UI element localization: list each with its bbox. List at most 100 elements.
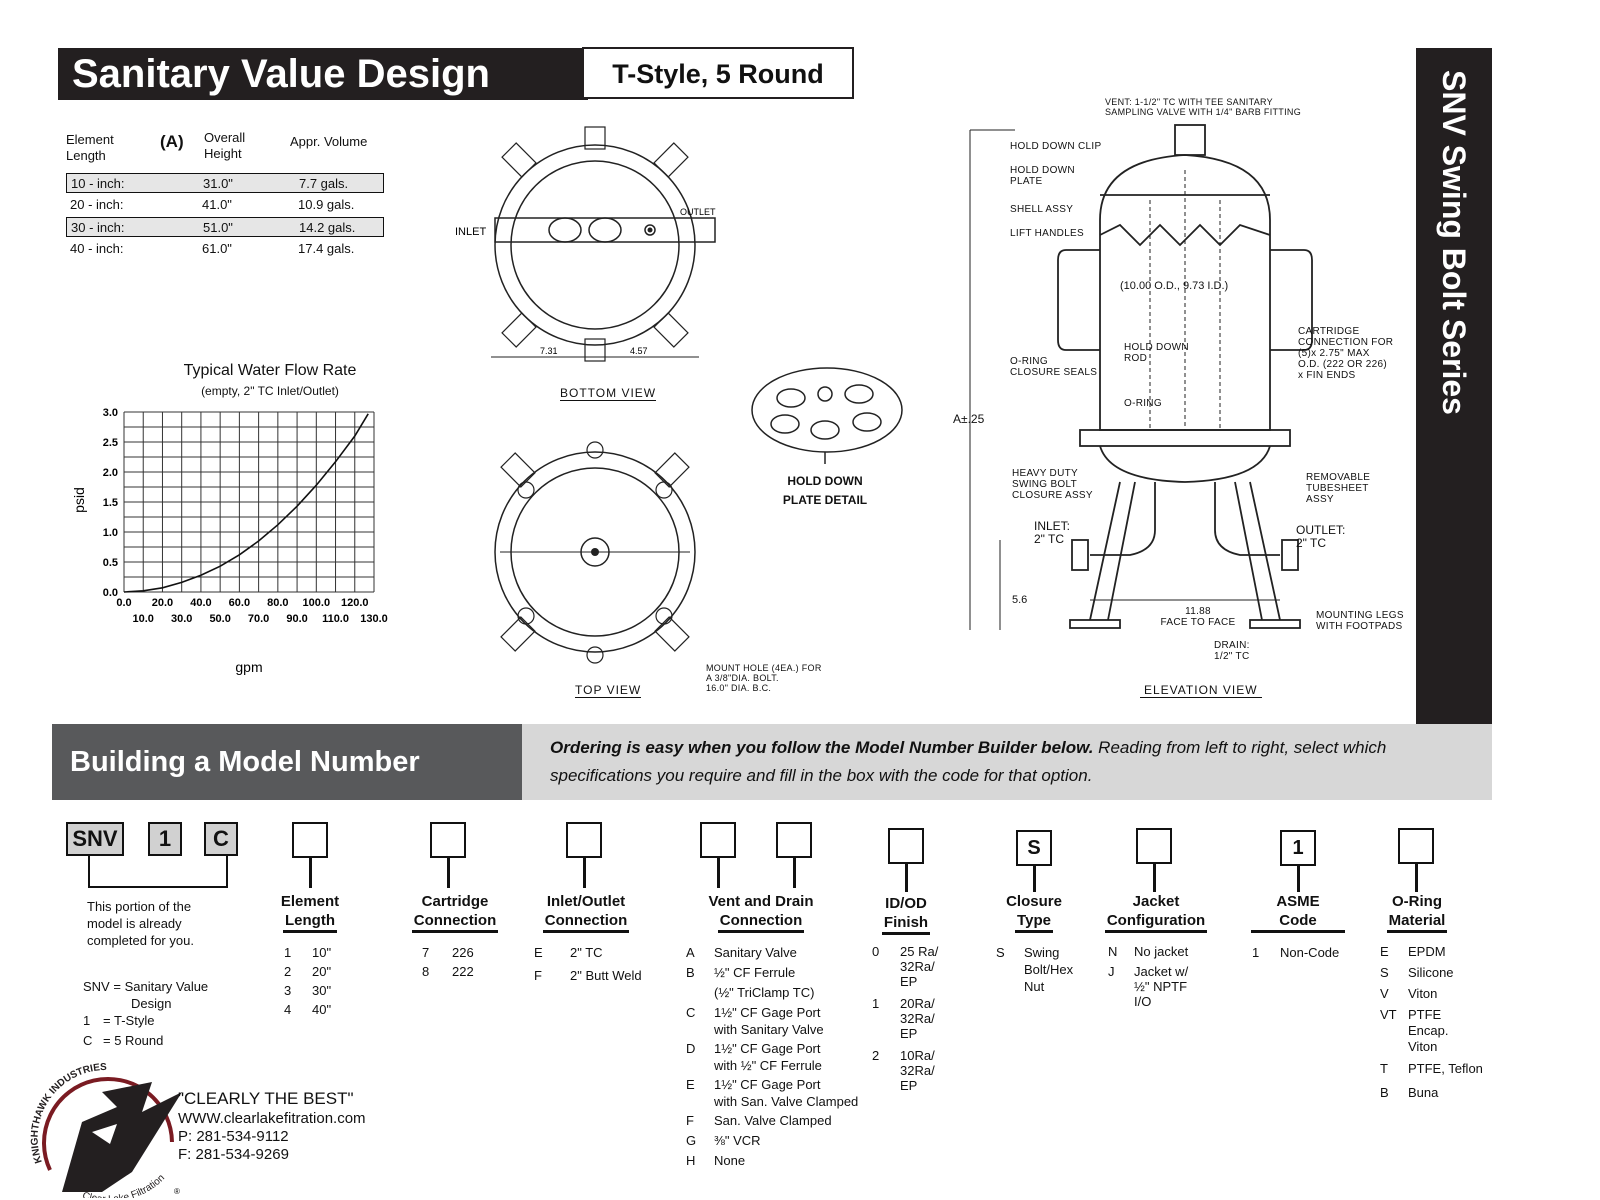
prefilled-c-box: C	[204, 822, 238, 856]
chart-x-tick-label: 0.0	[116, 597, 131, 609]
inlet-label: INLET:2" TC	[1034, 519, 1071, 546]
chart-grid	[123, 411, 375, 593]
prefilled-legend: SNV = Sanitary Value Design 1= T-Style C…	[83, 979, 209, 1048]
table-row: 20 - inch:41.0"10.9 gals.	[70, 197, 355, 212]
connector-line	[793, 858, 796, 888]
chart-x-tick-label: 80.0	[267, 597, 288, 609]
prefilled-bracket	[88, 856, 228, 888]
chart-y-tick-label: 1.5	[103, 497, 118, 509]
closure-box[interactable]: S	[1016, 830, 1052, 866]
chart-x-tick-label: 40.0	[190, 597, 211, 609]
svg-text:4.57: 4.57	[630, 346, 648, 356]
chart-x-tick-label: 50.0	[209, 613, 230, 625]
element-length-box[interactable]	[292, 822, 328, 858]
side-banner-text: SNV Swing Bolt Series	[1436, 70, 1472, 415]
chart-x-tick-label: 100.0	[303, 597, 331, 609]
chart-x-tick-label: 90.0	[286, 613, 307, 625]
connector-line	[583, 858, 586, 888]
footer-phone: P: 281-534-9112	[178, 1128, 289, 1145]
col-element-length: Element Length	[66, 132, 114, 163]
connector-line	[905, 864, 908, 892]
elevation-view-drawing	[969, 124, 1313, 630]
bottom-view-drawing: INLET OUTLET 7.31 4.57	[455, 126, 716, 362]
chart-x-tick-label: 30.0	[171, 613, 192, 625]
asme-box[interactable]: 1	[1280, 830, 1316, 866]
table-row: 30 - inch:51.0"14.2 gals.	[66, 217, 384, 237]
connector-line	[717, 858, 720, 888]
footer-fax: F: 281-534-9269	[178, 1146, 289, 1163]
elevation-view-label: ELEVATION VIEW	[1140, 683, 1262, 698]
shell-assy-label: SHELL ASSY	[1010, 204, 1074, 215]
outlet-label: OUTLET:2" TC	[1296, 523, 1346, 550]
col-a: (A)	[160, 132, 184, 151]
mount-hole-note: MOUNT HOLE (4EA.) FOR A 3/8"DIA. BOLT. 1…	[706, 663, 822, 693]
vent-note: VENT: 1-1/2" TC WITH TEE SANITARY SAMPLI…	[1105, 97, 1301, 117]
chart-subtitle: (empty, 2" TC Inlet/Outlet)	[201, 384, 339, 398]
chart-x-tick-label: 20.0	[152, 597, 173, 609]
connector-line	[447, 858, 450, 888]
svg-text:7.31: 7.31	[540, 346, 558, 356]
chart-y-tick-label: 2.0	[103, 467, 118, 479]
prefilled-1-box: 1	[148, 822, 182, 856]
table-row: 10 - inch:31.0"7.7 gals.	[66, 173, 384, 193]
oring-box[interactable]	[1398, 828, 1434, 864]
chart-x-tick-label: 120.0	[341, 597, 369, 609]
plate-detail-label: HOLD DOWN PLATE DETAIL	[782, 474, 868, 507]
chart-y-tick-label: 0.5	[103, 557, 118, 569]
connector-line	[1415, 864, 1418, 892]
lift-handles-label: LIFT HANDLES	[1010, 228, 1084, 239]
jacket-box[interactable]	[1136, 828, 1172, 864]
chart-y-tick-label: 2.5	[103, 437, 118, 449]
chart-x-tick-label: 110.0	[322, 613, 349, 625]
dim-56-label: 5.6	[1012, 594, 1028, 606]
chart-x-tick-label: 10.0	[133, 613, 154, 625]
builder-description: Ordering is easy when you follow the Mod…	[522, 724, 1492, 800]
flow-chart: 0.010.020.030.040.050.060.070.080.090.01…	[71, 407, 388, 675]
oring-label: O-RING	[1124, 398, 1162, 409]
chart-series-line	[123, 413, 369, 593]
vent-box[interactable]	[700, 822, 736, 858]
inlet-outlet-box[interactable]	[566, 822, 602, 858]
chart-ylabel: psid	[71, 487, 87, 513]
hold-down-clip-label: HOLD DOWN CLIP	[1010, 141, 1102, 152]
chart-y-tick-label: 3.0	[103, 407, 118, 419]
chart-y-tick-label: 1.0	[103, 527, 118, 539]
cartridge-box[interactable]	[430, 822, 466, 858]
col-volume: Appr. Volume	[290, 134, 368, 149]
connector-line	[1297, 866, 1300, 892]
table-row: 40 - inch:61.0"17.4 gals.	[70, 241, 355, 256]
page-subtitle: T-Style, 5 Round	[582, 47, 854, 99]
connector-line	[309, 858, 312, 888]
chart-x-tick-label: 130.0	[360, 613, 388, 625]
chart-y-tick-label: 0.0	[103, 587, 118, 599]
chart-ticks: 0.010.020.030.040.050.060.070.080.090.01…	[103, 407, 388, 625]
drain-box[interactable]	[776, 822, 812, 858]
connector-line	[1033, 866, 1036, 892]
side-banner	[1416, 48, 1492, 724]
finish-box[interactable]	[888, 828, 924, 864]
page-title: Sanitary Value Design	[58, 48, 588, 100]
footer-website[interactable]: WWW.clearlakefitration.com	[178, 1110, 366, 1127]
registered-mark: ®	[174, 1187, 180, 1196]
